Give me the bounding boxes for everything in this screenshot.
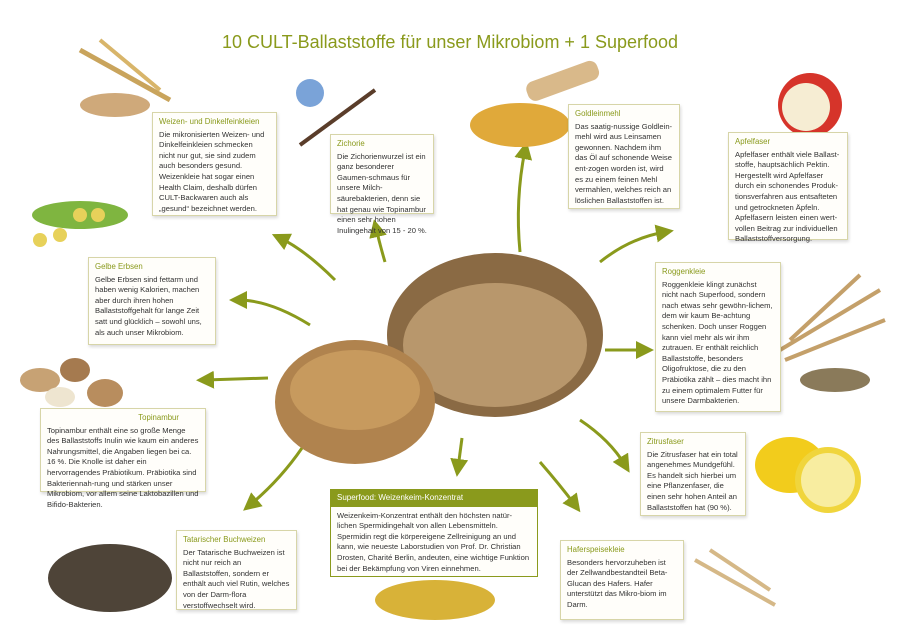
info-box-goldleinmehl: Goldleinmehl Das saatig-nussige Goldlein… [568, 104, 680, 209]
box-text: Roggenkleie klingt zunächst nicht nach S… [662, 279, 773, 406]
arrow-zichorie [369, 219, 387, 263]
box-title: Apfelfaser [735, 137, 771, 146]
box-title: Goldleinmehl [575, 109, 621, 118]
box-title: Weizen- und Dinkelfeinkleien [159, 117, 260, 126]
box-text: Gelbe Erbsen sind fettarm und haben weni… [95, 274, 202, 337]
box-title: Roggenkleie [662, 267, 706, 276]
box-text: Die Zichorienwurzel ist ein ganz besonde… [337, 151, 427, 235]
arrow-topinambur [196, 370, 269, 389]
arrow-zitrus [579, 418, 630, 473]
buckwheat-image [48, 544, 172, 612]
box-title: Zitrusfaser [647, 437, 684, 446]
box-title: Tatarischer Buchweizen [183, 535, 266, 544]
info-box-apfelfaser: Apfelfaser Apfelfaser enthält viele Ball… [728, 132, 848, 243]
peas-image [32, 201, 128, 247]
lemon-image [755, 437, 861, 513]
box-text: Weizenkeim-Konzentrat enthält den höchst… [337, 510, 530, 573]
box-title: Gelbe Erbsen [95, 262, 143, 271]
jerusalem-artichoke-image [20, 358, 123, 407]
arrow-buchweizen [243, 447, 304, 511]
box-text: Der Tatarische Buchweizen ist nicht nur … [183, 547, 290, 610]
box-title: Topinambur [138, 413, 179, 422]
info-box-roggenkleie: Roggenkleie Roggenkleie klingt zunächst … [655, 262, 781, 412]
rye-image [778, 273, 886, 392]
info-box-weizen: Weizen- und Dinkelfeinkleien Die mikroni… [152, 112, 277, 216]
box-text: Das saatig-nussige Goldlein-mehl wird au… [575, 121, 673, 205]
chicory-image [296, 79, 377, 147]
apple-image [778, 73, 842, 137]
wheat-germ-image [375, 580, 495, 620]
info-box-gelbe-erbsen: Gelbe Erbsen Gelbe Erbsen sind fettarm u… [88, 257, 216, 345]
info-box-haferspeisekleie: Haferspeisekleie Besonders hervorzuheben… [560, 540, 684, 620]
box-text: Topinambur enthält eine so große Menge d… [47, 425, 199, 509]
oat-image [694, 548, 776, 607]
info-box-buchweizen: Tatarischer Buchweizen Der Tatarische Bu… [176, 530, 297, 610]
box-title: Haferspeisekleie [567, 545, 625, 554]
info-box-topinambur: Topinambur Topinambur enthält eine so gr… [40, 408, 206, 509]
info-box-superfood: Superfood: Weizenkeim-Konzentrat Weizenk… [330, 489, 538, 577]
box-text: Besonders hervorzuheben ist der Zellwand… [567, 557, 668, 609]
linseed-flour-image [470, 60, 600, 147]
arrow-erbsen [229, 291, 311, 327]
box-title: Superfood: Weizenkeim-Konzentrat [331, 490, 537, 507]
box-text: Die mikronisierten Weizen- und Dinkelfei… [159, 129, 265, 213]
info-box-zichorie: Zichorie Die Zichorienwurzel ist ein gan… [330, 134, 434, 235]
arrow-hafer [538, 461, 581, 513]
bread-image [275, 253, 603, 464]
box-title: Zichorie [337, 139, 365, 148]
info-box-zitrusfaser: Zitrusfaser Die Zitrusfaser hat ein tota… [640, 432, 746, 516]
box-text: Die Zitrusfaser hat ein total angenehmes… [647, 449, 738, 512]
arrow-apfel [599, 224, 674, 264]
wheat-bran-image [78, 38, 172, 117]
arrow-goldlein [514, 141, 533, 253]
arrow-superfood [450, 437, 469, 477]
arrow-weizen [271, 233, 337, 282]
box-text: Apfelfaser enthält viele Ballast-stoffe,… [735, 149, 840, 244]
page-title: 10 CULT-Ballaststoffe für unser Mikrobio… [221, 32, 679, 52]
